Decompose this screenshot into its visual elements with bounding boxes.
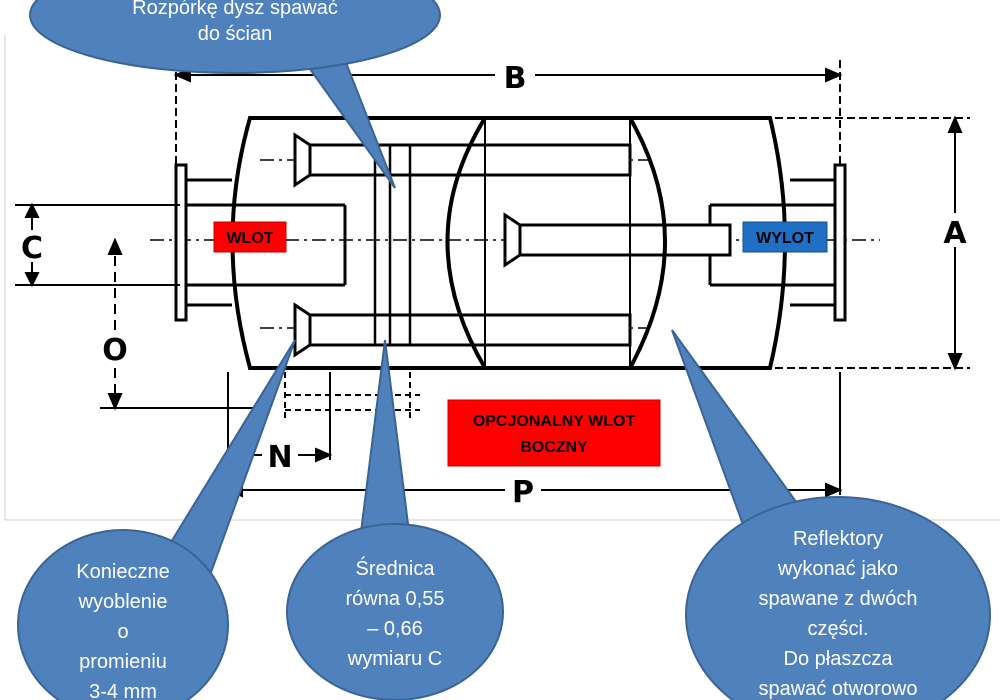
callout-bottom-left-line3: o (117, 621, 128, 643)
dimension-label-b: B (504, 61, 527, 96)
outlet-tag-box (742, 221, 828, 253)
callout-bottom-right-line5: Do płaszcza (784, 648, 894, 670)
callout-bottom-right-line4: części. (807, 618, 868, 640)
dimension-label-c: C (21, 231, 43, 266)
outlet-label: WYLOT (756, 230, 814, 247)
side-inlet-label-line1: OPCJONALNY WLOT (473, 413, 636, 430)
callout-top-line1: Rozpórkę dysz spawać (132, 0, 338, 19)
callout-bottom-left-line2: wyoblenie (78, 591, 168, 613)
dimension-label-a: A (943, 216, 967, 251)
side-inlet-label-line2: BOCZNY (520, 439, 588, 456)
callout-top: Rozpórkę dysz spawać do ścian (29, 0, 441, 189)
inlet-label: WLOT (226, 230, 273, 247)
callout-bottom-left-line1: Konieczne (76, 561, 169, 583)
callout-bottom-middle-line4: wymiaru C (347, 648, 442, 670)
callout-bottom-right: Reflektory wykonać jako spawane z dwóch … (671, 329, 991, 700)
outlet-tube (503, 212, 732, 268)
callout-bottom-left: Konieczne wyoblenie o promieniu 3-4 mm (17, 339, 296, 700)
callout-bottom-left-line4: promieniu (79, 651, 167, 673)
callout-bottom-middle: Średnica równa 0,55 – 0,66 wymiaru C (286, 339, 504, 700)
dimension-label-p: P (512, 475, 534, 510)
optional-side-inlet (284, 372, 420, 420)
reflector-baffles (445, 116, 667, 370)
dimension-label-o: O (102, 333, 128, 368)
callout-bottom-right-line6: spawać otworowo (759, 678, 918, 700)
lower-nozzle (293, 302, 632, 358)
callout-bottom-middle-line2: równa 0,55 (346, 588, 445, 610)
callout-bottom-middle-line1: Średnica (356, 556, 436, 580)
callout-bottom-right-line2: wykonać jako (777, 558, 898, 580)
callout-bottom-right-line1: Reflektory (793, 528, 883, 550)
muffler-shell (230, 116, 787, 370)
callout-top-line2: do ścian (198, 23, 273, 45)
side-inlet-tag-box (447, 399, 661, 467)
callout-bottom-right-line3: spawane z dwóch (759, 588, 918, 610)
callout-bottom-left-line5: 3-4 mm (89, 681, 157, 700)
dimension-label-n: N (267, 440, 292, 475)
inlet-tag-box (213, 221, 287, 253)
callout-bottom-middle-line3: – 0,66 (367, 618, 423, 640)
inlet-flange (174, 163, 347, 322)
